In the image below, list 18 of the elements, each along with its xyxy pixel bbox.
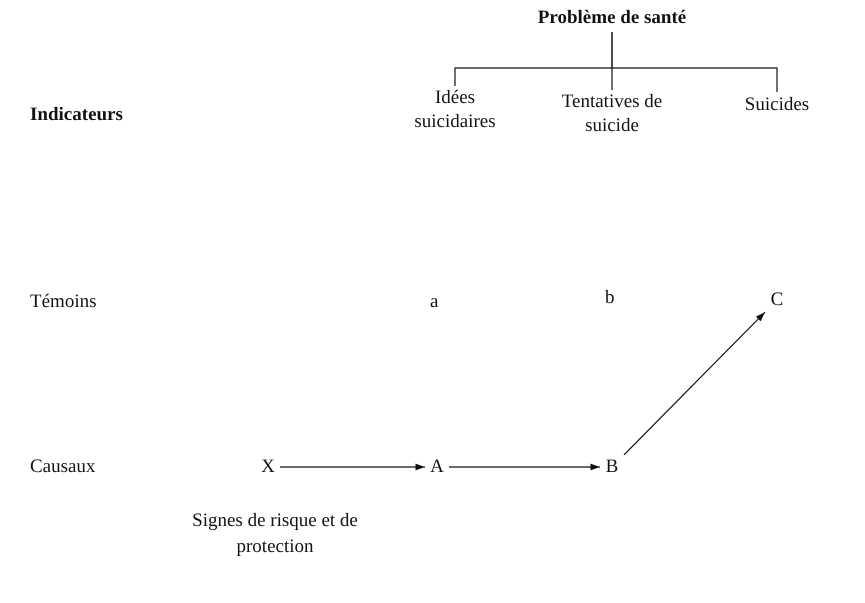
tree-line	[611, 32, 778, 92]
node-letter: X	[256, 454, 280, 480]
heading: Problème de santé	[507, 6, 717, 30]
row-label: Causaux	[30, 455, 96, 479]
arrow	[624, 312, 766, 456]
row-label: Témoins	[30, 290, 96, 314]
node-letter: A	[425, 454, 449, 480]
column-letter: b	[605, 286, 614, 310]
indicator-label: Tentatives de suicide	[552, 90, 672, 138]
node-letter: C	[765, 287, 789, 313]
indicator-label: Idées suicidaires	[400, 86, 510, 134]
row-label: Indicateurs	[30, 103, 123, 127]
node-letter: B	[600, 454, 624, 480]
arrow	[280, 464, 425, 470]
indicator-label: Suicides	[727, 92, 827, 118]
caption-text: Signes de risque et de protection	[191, 509, 359, 559]
arrow	[449, 464, 600, 470]
column-letter: a	[430, 290, 438, 314]
